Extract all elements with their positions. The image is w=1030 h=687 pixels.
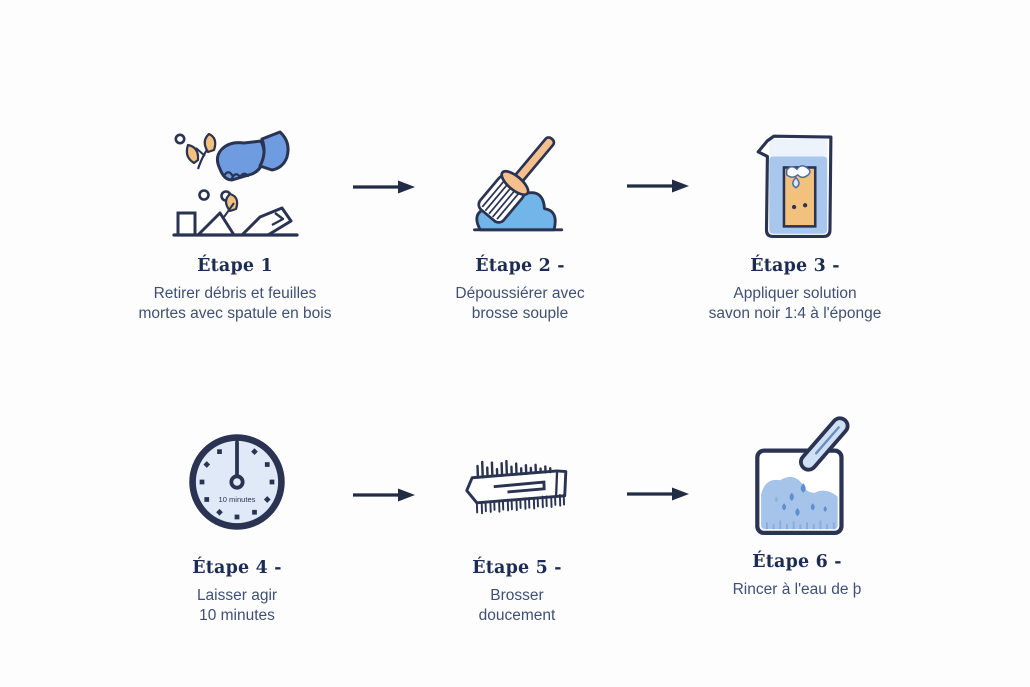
step-title: Étape 1 [197, 256, 273, 276]
step-description: Dépoussiérer avec brosse souple [455, 285, 585, 322]
step-title: Étape 3 - [750, 256, 840, 276]
right-arrow-icon [353, 180, 415, 194]
clock-icon: 10 minutes [189, 434, 285, 530]
right-arrow-icon [353, 488, 415, 502]
step-card-6: Étape 6 - Rincer à l'eau de þ [682, 414, 912, 600]
right-arrow-icon [627, 487, 689, 501]
step-title: Étape 5 - [472, 558, 562, 578]
step-description: Retirer débris et feuilles mortes avec s… [138, 285, 332, 322]
step-card-3: Étape 3 - Appliquer solution savon noir … [680, 112, 910, 324]
step-card-5: Étape 5 - Brosser doucement [402, 420, 632, 626]
step-description: Appliquer solution savon noir 1:4 à l'ép… [708, 285, 882, 322]
step-title: Étape 2 - [475, 256, 565, 276]
right-arrow-icon [627, 179, 689, 193]
broom-brush-icon [472, 136, 563, 232]
gloved-hand-debris-icon [171, 130, 299, 237]
scrub-brush-icon [465, 459, 568, 515]
step-title: Étape 6 - [752, 552, 842, 572]
step-card-1: Étape 1 Retirer débris et feuilles morte… [120, 112, 350, 324]
step-card-2: Étape 2 - Dépoussiérer avec brosse soupl… [405, 112, 635, 324]
beaker-sponge-icon [756, 134, 833, 239]
step-description: Rincer à l'eau de þ [732, 581, 862, 598]
step-description: Brosser doucement [478, 587, 556, 624]
clock-label: 10 minutes [219, 495, 256, 504]
rinse-container-icon [755, 416, 850, 536]
step-card-4: 10 minutes Étape 4 - Laisser agir 10 min… [122, 420, 352, 626]
step-description: Laisser agir 10 minutes [196, 587, 278, 624]
step-title: Étape 4 - [192, 558, 282, 578]
